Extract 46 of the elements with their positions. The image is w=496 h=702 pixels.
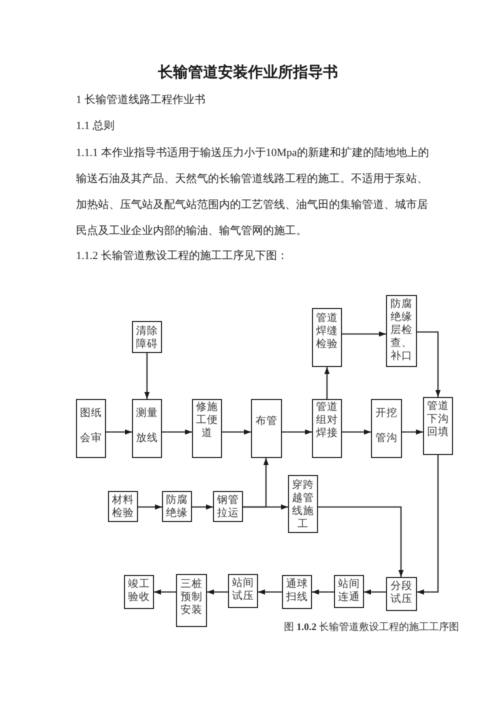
process-box: 管道下沟回填 <box>423 397 453 455</box>
paragraph: 1.1.1 本作业指导书适用于输送压力小于10Mpa的新建和扩建的陆地地上的输送石油及其产品、天然气的长输管道线路工程的施工。不适用于泵站、加热站、压气站及配气站范围内的工艺管线、油气田的集输管道、城市居民点及工业企业内部的输油、输气管网的施工。 <box>76 146 430 239</box>
arrow <box>162 429 192 435</box>
arrow <box>138 504 162 510</box>
process-box: 穿跨越管线施工 <box>288 475 318 533</box>
process-box: 布管 <box>251 399 282 458</box>
process-box: 图纸会审 <box>76 399 106 458</box>
process-box: 站间试压 <box>228 574 258 608</box>
arrow <box>222 429 251 435</box>
section-heading: 1 长输管道线路工程作业书 <box>76 93 206 108</box>
arrow <box>144 353 150 399</box>
process-box: 钢管拉运 <box>213 491 243 522</box>
process-box: 三桩预制安装 <box>176 574 207 627</box>
arrow <box>258 589 282 595</box>
section-heading: 1.1 总则 <box>76 119 116 134</box>
arrow <box>318 506 404 577</box>
process-box: 竣工验收 <box>124 575 154 609</box>
process-box: 修施工便道 <box>192 399 222 458</box>
arrow <box>282 429 312 435</box>
page-title: 长输管道安装作业所指导书 <box>158 63 338 83</box>
process-box: 清除障碍 <box>132 321 162 353</box>
arrow <box>402 429 423 435</box>
arrow <box>342 429 371 435</box>
process-box: 管道焊缝检验 <box>312 308 342 367</box>
arrow <box>243 504 288 510</box>
arrow <box>364 589 386 595</box>
process-box: 材料检验 <box>108 491 138 522</box>
process-box: 防腐绝缘 <box>162 491 192 522</box>
arrow <box>106 429 132 435</box>
figure-caption: 图 1.0.2 长输管道敷设工程的施工工序图 <box>284 621 459 635</box>
arrow <box>417 455 439 595</box>
process-box: 开挖管沟 <box>371 399 402 458</box>
process-box: 站间连通 <box>334 575 364 608</box>
arrow <box>312 589 334 595</box>
arrow <box>324 367 330 399</box>
process-box: 测量放线 <box>132 399 162 458</box>
section-heading: 1.1.2 长输管道敷设工程的施工工序见下图： <box>76 248 289 264</box>
arrow <box>342 331 386 337</box>
arrow <box>154 589 176 595</box>
process-box: 通球扫线 <box>282 575 312 609</box>
process-box: 管道组对焊接 <box>312 399 342 458</box>
arrow <box>207 589 228 595</box>
process-box: 分段试压 <box>386 577 417 611</box>
process-box: 防腐绝缘层检查、补口 <box>386 295 417 367</box>
arrow <box>192 504 213 510</box>
arrow <box>417 331 441 397</box>
